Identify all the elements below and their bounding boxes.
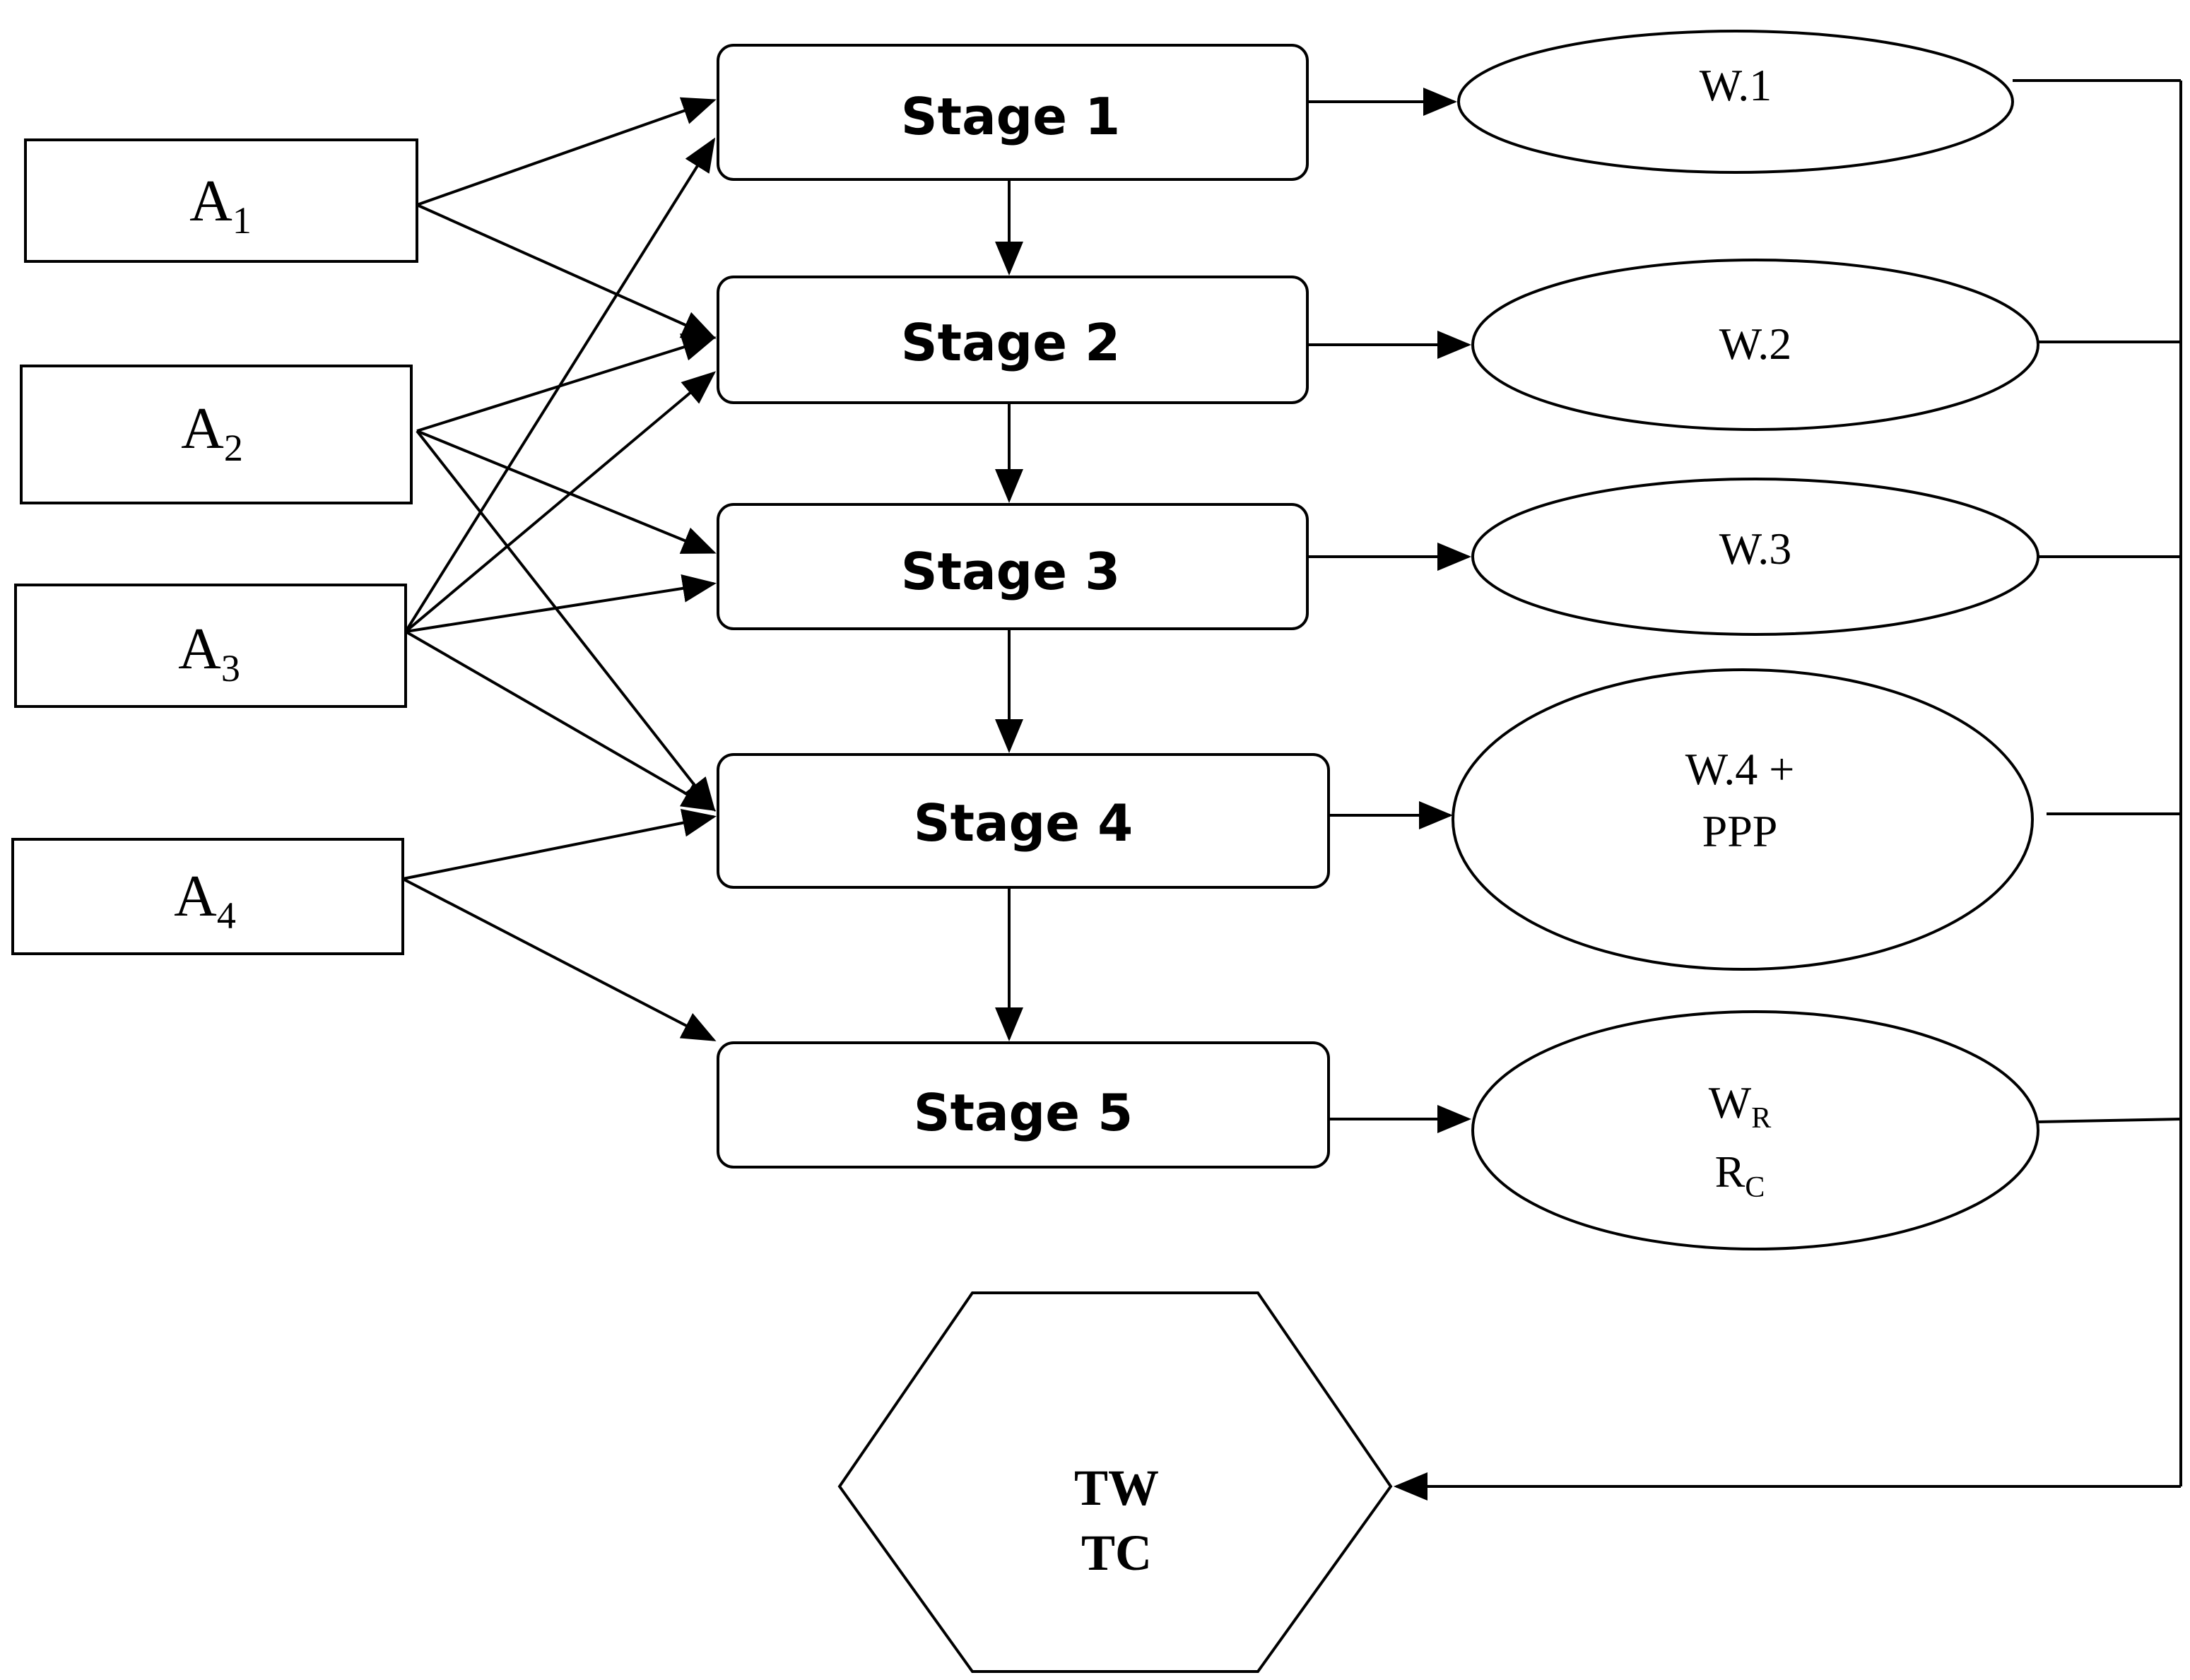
- stage-label-4: Stage 4: [914, 793, 1133, 853]
- input-subscript-a4: 4: [217, 894, 236, 937]
- input-label-a2: A: [181, 396, 224, 461]
- output-label-w4-line1: W.4 +: [1685, 744, 1795, 794]
- stage-label-5: Stage 5: [914, 1083, 1133, 1142]
- input-label-a3: A: [178, 616, 221, 682]
- output-label-rc-sub: C: [1745, 1171, 1765, 1204]
- output-label-wr-main: W: [1709, 1077, 1752, 1128]
- output-ellipse-w1: W.1: [1457, 30, 2014, 174]
- stage-box-5: Stage 5: [717, 1041, 1330, 1169]
- stage-label-1: Stage 1: [901, 87, 1120, 146]
- stage-box-4: Stage 4: [717, 753, 1330, 889]
- stage-box-1: Stage 1: [717, 44, 1309, 181]
- arrow-a2-to-stage-2: [416, 333, 717, 432]
- arrow-a4-to-stage-5: [402, 877, 717, 1041]
- output-ellipse-wr: WR RC: [1471, 1010, 2039, 1250]
- output-ellipse-w3: W.3: [1471, 478, 2039, 636]
- output-label-w2: W.2: [1719, 319, 1792, 369]
- input-label-a1: A: [189, 168, 232, 234]
- svg-text:A2: A2: [181, 396, 243, 469]
- svg-text:A4: A4: [174, 863, 236, 937]
- arrow-a4-to-stage-4: [402, 809, 717, 880]
- arrow-a2-to-stage-4: [416, 430, 716, 812]
- output-label-rc-main: R: [1715, 1147, 1745, 1197]
- connector-wr-to-bus: [2037, 1118, 2182, 1123]
- output-label-w1: W.1: [1700, 60, 1772, 110]
- arrow-a1-to-stage-1: [416, 97, 717, 206]
- input-label-a4: A: [174, 863, 217, 929]
- output-ellipse-w2: W.2: [1471, 259, 2039, 431]
- total-label-line2: TC: [1081, 1525, 1152, 1581]
- input-subscript-a2: 2: [224, 427, 243, 469]
- arrow-a3-to-stage-4: [404, 630, 717, 812]
- total-label-line1: TW: [1074, 1460, 1159, 1516]
- stage-box-2: Stage 2: [717, 276, 1309, 404]
- input-subscript-a1: 1: [232, 199, 252, 242]
- output-ellipse-w4: W.4 + PPP: [1452, 668, 2034, 971]
- arrow-a3-to-stage-3: [405, 574, 717, 633]
- arrow-a1-to-stage-2: [416, 203, 717, 339]
- stage-label-3: Stage 3: [901, 542, 1120, 601]
- input-box-a4: A4: [11, 838, 404, 955]
- svg-text:WR: WR: [1709, 1077, 1771, 1135]
- output-label-w3: W.3: [1719, 523, 1792, 574]
- arrow-a3-to-stage-2: [404, 371, 717, 633]
- svg-text:A1: A1: [189, 168, 252, 242]
- input-box-a3: A3: [14, 584, 407, 708]
- input-subscript-a3: 3: [221, 647, 240, 690]
- input-box-a1: A1: [24, 138, 418, 263]
- svg-text:RC: RC: [1715, 1147, 1765, 1204]
- total-hexagon: TW TC: [837, 1291, 1393, 1673]
- output-label-wr-sub: R: [1751, 1102, 1771, 1135]
- svg-text:A3: A3: [178, 616, 240, 690]
- arrow-a3-to-stage-1: [404, 137, 716, 633]
- stage-label-2: Stage 2: [901, 313, 1120, 372]
- output-label-w4-line2: PPP: [1702, 806, 1778, 856]
- arrow-a2-to-stage-3: [416, 430, 717, 554]
- stage-box-3: Stage 3: [717, 503, 1309, 630]
- input-box-a2: A2: [20, 365, 413, 504]
